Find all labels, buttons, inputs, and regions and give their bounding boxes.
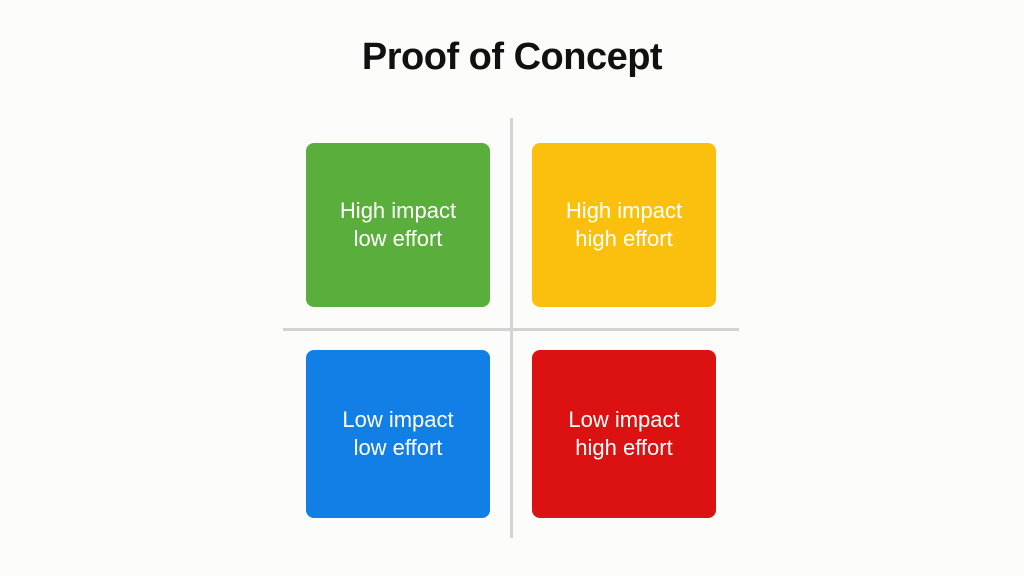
quadrant-label-line2: high effort: [575, 226, 673, 251]
quadrant-high-impact-high-effort: High impact high effort: [532, 143, 716, 307]
quadrant-label-line1: High impact: [565, 198, 683, 223]
horizontal-axis-line: [283, 328, 739, 331]
quadrant-low-impact-low-effort: Low impact low effort: [306, 350, 490, 518]
quadrant-label-line1: Low impact: [568, 407, 680, 432]
quadrant-low-impact-high-effort: Low impact high effort: [532, 350, 716, 518]
quadrant-label-line2: low effort: [353, 226, 443, 251]
quadrant-label-line1: Low impact: [342, 407, 454, 432]
quadrant-label-line1: High impact: [339, 198, 457, 223]
quadrant-label-line2: high effort: [575, 435, 673, 460]
quadrant-label-line2: low effort: [353, 435, 443, 460]
page-title: Proof of Concept: [361, 36, 663, 78]
quadrant-high-impact-low-effort: High impact low effort: [306, 143, 490, 307]
